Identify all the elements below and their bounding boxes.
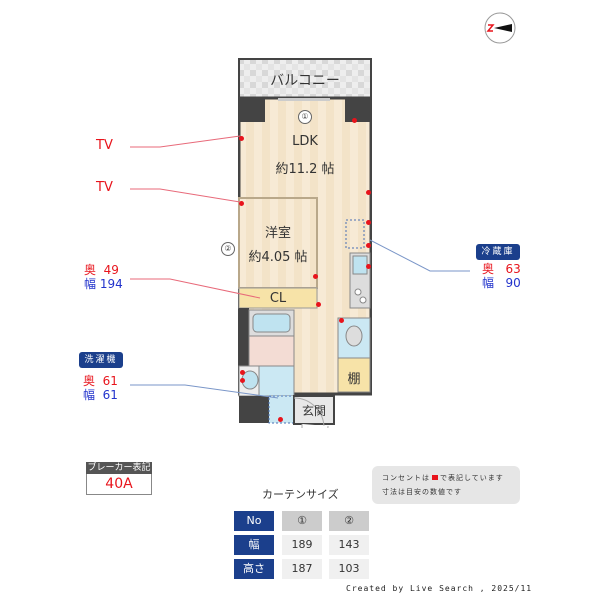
ac-width-label: 幅 (84, 277, 97, 291)
window-marker-2: ② (221, 236, 235, 256)
outlet-icon (366, 264, 371, 269)
washer-title: 洗濯機 (79, 352, 123, 368)
shelf-label: 棚 (347, 372, 361, 387)
floor-plan: バルコニー ① LDK 約11.2 帖 洋室 約4.05 帖 CL 棚 玄関 (238, 58, 372, 428)
compass (484, 12, 516, 44)
outlet-icon (239, 201, 244, 206)
breaker-value: 40A (86, 474, 152, 495)
washer-depth-value: 61 (102, 374, 118, 388)
tv-callout-1: TV (96, 138, 113, 153)
western-room-size: 約4.05 帖 (248, 250, 308, 265)
washer-width-value: 61 (102, 388, 118, 402)
outlet-icon (366, 190, 371, 195)
fridge-width-value: 90 (505, 276, 521, 290)
washer-width-label: 幅 (83, 388, 96, 402)
fridge-depth-label: 奥 (482, 262, 495, 276)
curtain-table: No ① ② 幅 189 143 高さ 187 103 (234, 511, 374, 581)
balcony-label: バルコニー (270, 73, 340, 89)
curtain-title: カーテンサイズ (262, 488, 339, 501)
fridge-width-label: 幅 (482, 276, 495, 290)
western-room-label: 洋室 (264, 226, 291, 241)
outlet-icon (366, 243, 371, 248)
closet-label: CL (269, 291, 287, 306)
curtain-row-height-label: 高さ (234, 559, 274, 579)
ldk-size: 約11.2 帖 (275, 162, 335, 177)
ac-depth-label: 奥 (84, 263, 97, 277)
breaker-box: ブレーカー表記 40A (86, 462, 152, 495)
window-marker-1: ① (298, 104, 312, 124)
outlet-icon (278, 417, 283, 422)
curtain-header-no: No (234, 511, 274, 531)
outlet-icon (339, 318, 344, 323)
legend-note: コンセントは で表記しています 寸法は目安の数値です (372, 466, 520, 504)
curtain-width-2: 143 (329, 535, 369, 555)
curtain-width-1: 189 (282, 535, 322, 555)
ac-callout: 奥 49 幅 194 (84, 263, 123, 291)
compass-icon (484, 12, 516, 44)
washer-callout: 洗濯機 奥 61 幅 61 (79, 352, 123, 402)
credit-text: Created by Live Search , 2025/11 (346, 584, 533, 593)
fridge-depth-value: 63 (505, 262, 521, 276)
outlet-legend-icon (432, 475, 438, 480)
curtain-header-1: ① (282, 511, 322, 531)
note-text-2: 寸法は目安の数値です (382, 488, 462, 496)
fridge-title: 冷蔵庫 (476, 244, 520, 260)
ac-depth-value: 49 (103, 263, 119, 277)
ac-width-value: 194 (99, 277, 123, 291)
note-text: コンセントは (382, 474, 430, 482)
outlet-icon (316, 302, 321, 307)
curtain-height-1: 187 (282, 559, 322, 579)
outlet-icon (239, 136, 244, 141)
entrance-label: 玄関 (301, 404, 326, 418)
outlet-icon (240, 370, 245, 375)
note-text: で表記しています (440, 474, 504, 482)
outlet-icon (352, 118, 357, 123)
tv-callout-2: TV (96, 180, 113, 195)
curtain-row-width-label: 幅 (234, 535, 274, 555)
outlet-icon (366, 220, 371, 225)
curtain-height-2: 103 (329, 559, 369, 579)
ldk-label: LDK (292, 134, 318, 149)
outlet-icon (240, 378, 245, 383)
curtain-header-2: ② (329, 511, 369, 531)
outlet-icon (313, 274, 318, 279)
washer-depth-label: 奥 (83, 374, 96, 388)
fridge-callout: 冷蔵庫 奥 63 幅 90 (476, 244, 521, 290)
breaker-label: ブレーカー表記 (86, 462, 152, 474)
